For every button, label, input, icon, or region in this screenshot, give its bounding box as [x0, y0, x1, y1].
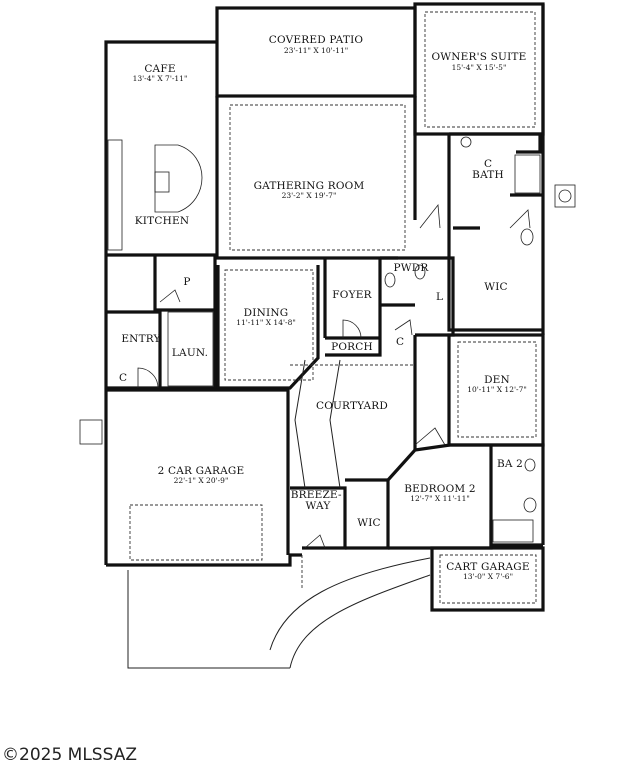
room-wic-bed2-name: WIC: [357, 517, 381, 529]
closet-labels: C C C L: [119, 158, 492, 384]
room-covered-patio-dims: 23'-11" X 10'-11": [284, 46, 348, 55]
room-dining-name: DINING: [244, 307, 289, 319]
room-covered-patio-name: COVERED PATIO: [269, 34, 364, 46]
room-bedroom-2-name: BEDROOM 2: [404, 483, 476, 495]
room-owners-suite-name: OWNER'S SUITE: [431, 51, 526, 63]
detail-lines: [79, 11, 576, 669]
room-kitchen-name: KITCHEN: [135, 215, 189, 227]
coat-closet-label-2: C: [396, 336, 404, 348]
room-wic-owner-name: WIC: [484, 281, 508, 293]
room-two-car-garage-dims: 22'-1" X 20'-9": [174, 476, 229, 485]
interior-walls: [106, 96, 543, 555]
room-bath-name: BATH: [472, 169, 504, 181]
room-entry-name: ENTRY: [121, 333, 161, 345]
room-breezeway-line1: BREEZE-: [291, 489, 342, 501]
room-den-name: DEN: [484, 374, 510, 386]
room-cafe-name: CAFE: [144, 63, 175, 75]
room-two-car-garage-name: 2 CAR GARAGE: [158, 465, 245, 477]
door-swings: [137, 203, 531, 549]
room-bedroom-2-dims: 12'-7" X 11'-11": [410, 494, 470, 503]
room-cafe-dims: 13'-4" X 7'-11": [133, 74, 188, 83]
exterior-walls: [104, 2, 545, 612]
room-owners-suite-dims: 15'-4" X 15'-5": [452, 63, 507, 72]
coat-closet-label-3: C: [484, 158, 492, 170]
room-gathering-room-name: GATHERING ROOM: [254, 180, 365, 192]
room-dining-dims: 11'-11" X 14'-8": [236, 318, 296, 327]
copyright-text: ©2025 MLSSAZ: [2, 745, 137, 764]
linen-closet-label: L: [436, 291, 443, 303]
room-laun-name: LAUN.: [172, 347, 208, 359]
room-porch-name: PORCH: [331, 341, 373, 353]
room-breezeway-line2: WAY: [306, 500, 332, 512]
room-cart-garage-dims: 13'-0" X 7'-6": [463, 572, 513, 581]
room-pantry-name: P: [183, 276, 190, 288]
room-pwdr-name: PWDR: [394, 262, 430, 274]
room-ba2-name: BA 2: [497, 458, 523, 470]
room-breezeway-name: BREEZE- WAY: [291, 489, 346, 512]
room-cart-garage-name: CART GARAGE: [446, 561, 529, 573]
room-foyer-name: FOYER: [332, 289, 372, 301]
room-courtyard-name: COURTYARD: [316, 400, 388, 412]
room-gathering-room-dims: 23'-2" X 19'-7": [282, 191, 337, 200]
room-labels: COVERED PATIO 23'-11" X 10'-11" OWNER'S …: [121, 34, 529, 581]
coat-closet-label-1: C: [119, 372, 127, 384]
room-den-dims: 10'-11" X 12'-7": [467, 385, 527, 394]
